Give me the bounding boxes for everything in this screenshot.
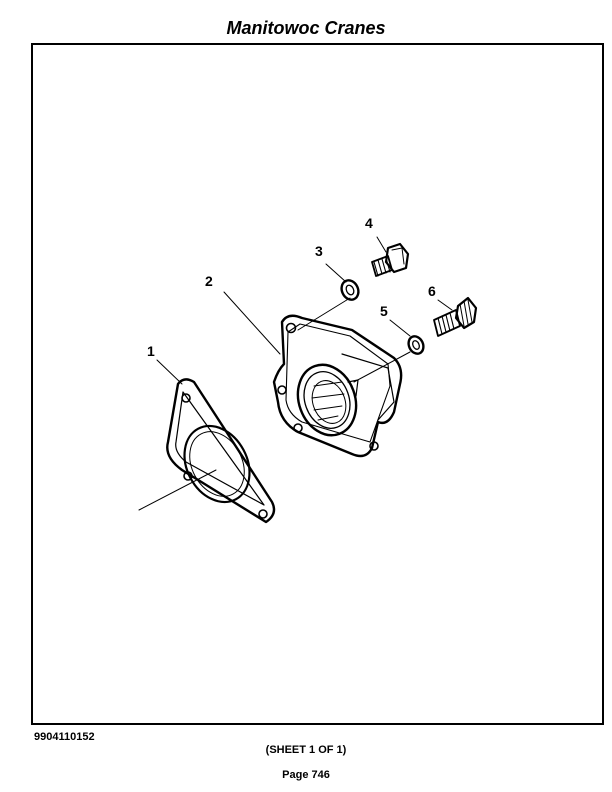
page-title: Manitowoc Cranes xyxy=(226,18,386,38)
callout-5: 5 xyxy=(380,303,388,319)
lock-washer-part xyxy=(340,279,360,301)
flange-housing-part xyxy=(272,314,403,458)
callout-2: 2 xyxy=(205,273,213,289)
lock-washer-part-small xyxy=(407,335,425,355)
leader-lines xyxy=(138,236,453,511)
page-number: Page 746 xyxy=(282,769,330,781)
document-number: 9904110152 xyxy=(34,731,95,743)
callout-6: 6 xyxy=(428,283,436,299)
flanged-bolt-part xyxy=(433,296,478,337)
parts-diagram: 1 2 3 4 5 6 xyxy=(138,215,478,524)
callout-4: 4 xyxy=(365,215,373,231)
callout-1: 1 xyxy=(147,343,155,359)
hex-bolt-part xyxy=(371,242,410,277)
parts-diagram-frame: 1 2 3 4 5 6 xyxy=(31,43,604,725)
callout-3: 3 xyxy=(315,243,323,259)
gasket-part xyxy=(166,378,276,524)
sheet-label: (SHEET 1 OF 1) xyxy=(265,744,347,756)
